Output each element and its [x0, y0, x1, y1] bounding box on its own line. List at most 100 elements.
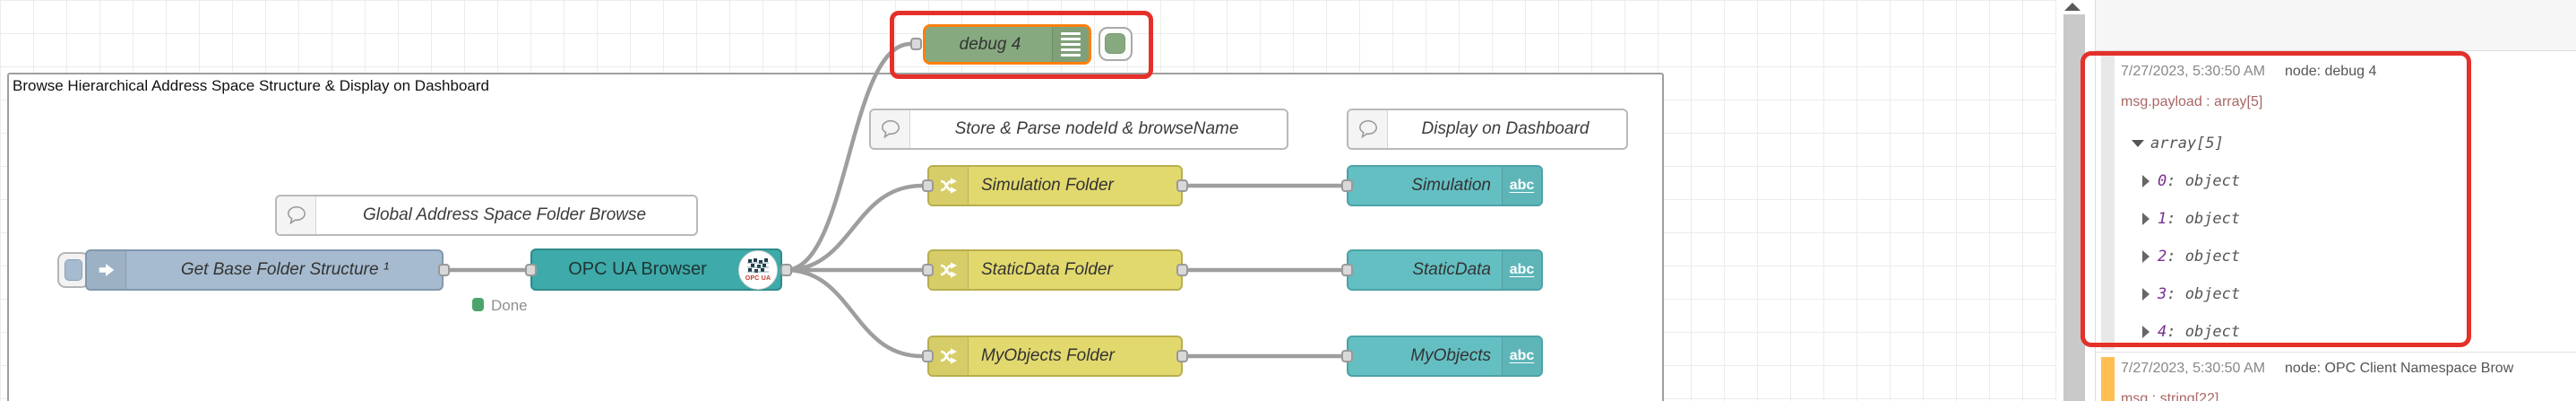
text-node-staticdata[interactable]: StaticData abc — [1347, 249, 1543, 291]
debug-label: debug 4 — [959, 34, 1021, 54]
text1-input-port[interactable] — [1341, 179, 1353, 192]
debug-source-node[interactable]: node: debug 4 — [2285, 64, 2377, 79]
opcua-status-dot — [472, 298, 484, 311]
abc-icon: abc — [1502, 337, 1541, 375]
inject-output-port[interactable] — [438, 264, 450, 276]
switch-node-simulation[interactable]: Simulation Folder — [927, 165, 1183, 206]
collapse-triangle-icon[interactable] — [2132, 140, 2144, 147]
expand-triangle-icon[interactable] — [2142, 175, 2150, 187]
opcua-logo-caption: OPC UA — [745, 275, 771, 282]
tree-item-key: 4 — [2158, 323, 2167, 341]
tree-root-label: array[5] — [2150, 135, 2224, 153]
tree-item-row[interactable]: 0 : object — [2142, 162, 2240, 200]
tree-item-key: 0 — [2158, 172, 2167, 190]
tree-item-row[interactable]: 4 : object — [2142, 313, 2240, 351]
expand-triangle-icon[interactable] — [2142, 288, 2150, 301]
opcua-label: OPC UA Browser — [568, 259, 707, 279]
abc-icon: abc — [1502, 251, 1541, 289]
expand-triangle-icon[interactable] — [2142, 213, 2150, 225]
switch-label: Simulation Folder — [981, 176, 1114, 195]
tree-item-value: : object — [2167, 172, 2241, 190]
text-node-myobjects[interactable]: MyObjects abc — [1347, 336, 1543, 377]
wire-opcua-debug[interactable] — [785, 41, 911, 273]
debug-sidebar-header-area — [2096, 0, 2576, 51]
tree-item-row[interactable]: 2 : object — [2142, 238, 2240, 275]
group-title: Browse Hierarchical Address Space Struct… — [13, 77, 489, 94]
wire-layer — [444, 41, 1341, 359]
text3-input-port[interactable] — [1341, 350, 1353, 362]
debug-message-left-bar — [2101, 55, 2115, 350]
tree-item-value: : object — [2167, 285, 2241, 303]
annotation-box-debug-message — [2081, 51, 2471, 347]
switch3-output-port[interactable] — [1176, 350, 1188, 362]
tree-item-value: : object — [2167, 323, 2241, 341]
comment-label: Display on Dashboard — [1421, 119, 1590, 138]
text-label: StaticData — [1412, 260, 1491, 279]
debug-source-node[interactable]: node: OPC Client Namespace Brow — [2285, 361, 2514, 376]
switch2-input-port[interactable] — [922, 264, 934, 276]
tree-item-row[interactable]: 3 : object — [2142, 275, 2240, 313]
comment-label: Store & Parse nodeId & browseName — [954, 119, 1239, 138]
comment-global-browse[interactable]: Global Address Space Folder Browse — [275, 195, 698, 236]
switch3-input-port[interactable] — [922, 350, 934, 362]
opcua-input-port[interactable] — [525, 264, 537, 276]
switch2-output-port[interactable] — [1176, 264, 1188, 276]
wire-opcua-switch3[interactable] — [785, 267, 923, 359]
wire-opcua-switch1[interactable] — [785, 183, 923, 273]
scrollbar-up-arrow-icon[interactable] — [2064, 3, 2081, 11]
text-label: MyObjects — [1410, 346, 1491, 365]
switch-label: StaticData Folder — [981, 260, 1113, 279]
annotation-box-debug-node — [890, 11, 1153, 79]
debug-message-2[interactable]: 7/27/2023, 5:30:50 AM node: OPC Client Na… — [2096, 353, 2576, 401]
flow-canvas[interactable]: Browse Hierarchical Address Space Struct… — [0, 0, 2056, 401]
debug-message-1[interactable]: 7/27/2023, 5:30:50 AM node: debug 4 msg.p… — [2096, 51, 2576, 353]
tree-item-row[interactable]: 1 : object — [2142, 200, 2240, 238]
tree-root-row[interactable]: array[5] — [2132, 125, 2240, 162]
switch1-output-port[interactable] — [1176, 179, 1188, 192]
switch-label: MyObjects Folder — [981, 346, 1115, 365]
debug-enable-toggle[interactable] — [1098, 27, 1133, 61]
debug-node[interactable]: debug 4 — [923, 24, 1091, 65]
switch1-input-port[interactable] — [922, 179, 934, 192]
comment-display-dashboard[interactable]: Display on Dashboard — [1347, 109, 1628, 150]
debug-input-port[interactable] — [910, 38, 922, 50]
debug-message-left-bar — [2101, 357, 2115, 401]
inject-node[interactable]: Get Base Folder Structure ¹ — [85, 249, 444, 291]
comment-bubble-icon — [277, 196, 316, 234]
expand-triangle-icon[interactable] — [2142, 326, 2150, 338]
switch-node-myobjects[interactable]: MyObjects Folder — [927, 336, 1183, 377]
opcua-output-port[interactable] — [780, 264, 792, 276]
inject-button-pad[interactable] — [65, 259, 82, 281]
tree-item-key: 2 — [2158, 248, 2167, 266]
tree-item-value: : object — [2167, 210, 2241, 228]
debug-timestamp: 7/27/2023, 5:30:50 AM — [2121, 64, 2266, 79]
expand-triangle-icon[interactable] — [2142, 250, 2150, 263]
text-label: Simulation — [1411, 176, 1491, 195]
debug-payload-meta: msg : string[22] — [2121, 391, 2219, 401]
switch-icon — [929, 251, 969, 289]
opcua-logo-icon: OPC UA — [738, 249, 778, 290]
comment-store-parse[interactable]: Store & Parse nodeId & browseName — [869, 109, 1288, 150]
switch-icon — [929, 167, 969, 205]
debug-timestamp: 7/27/2023, 5:30:50 AM — [2121, 361, 2266, 376]
inject-button[interactable] — [57, 252, 90, 288]
opcua-status-text: Done — [491, 297, 528, 314]
comment-label: Global Address Space Folder Browse — [362, 205, 647, 224]
abc-icon: abc — [1502, 167, 1541, 205]
inject-arrow-icon — [87, 251, 126, 289]
debug-enable-toggle-pad[interactable] — [1105, 33, 1125, 54]
debug-payload-meta: msg.payload : array[5] — [2121, 94, 2263, 109]
comment-bubble-icon — [871, 110, 910, 148]
text-node-simulation[interactable]: Simulation abc — [1347, 165, 1543, 206]
debug-sidebar: 7/27/2023, 5:30:50 AM node: debug 4 msg.p… — [2095, 0, 2576, 401]
text2-input-port[interactable] — [1341, 264, 1353, 276]
switch-node-staticdata[interactable]: StaticData Folder — [927, 249, 1183, 291]
tree-item-key: 3 — [2158, 285, 2167, 303]
debug-payload-tree: array[5] 0 : object 1 : object 2 : objec… — [2132, 125, 2240, 351]
tree-item-value: : object — [2167, 248, 2241, 266]
tree-item-key: 1 — [2158, 210, 2167, 228]
comment-bubble-icon — [1348, 110, 1388, 148]
opcua-browser-node[interactable]: OPC UA Browser OPC UA — [530, 248, 782, 291]
switch-icon — [929, 337, 969, 375]
